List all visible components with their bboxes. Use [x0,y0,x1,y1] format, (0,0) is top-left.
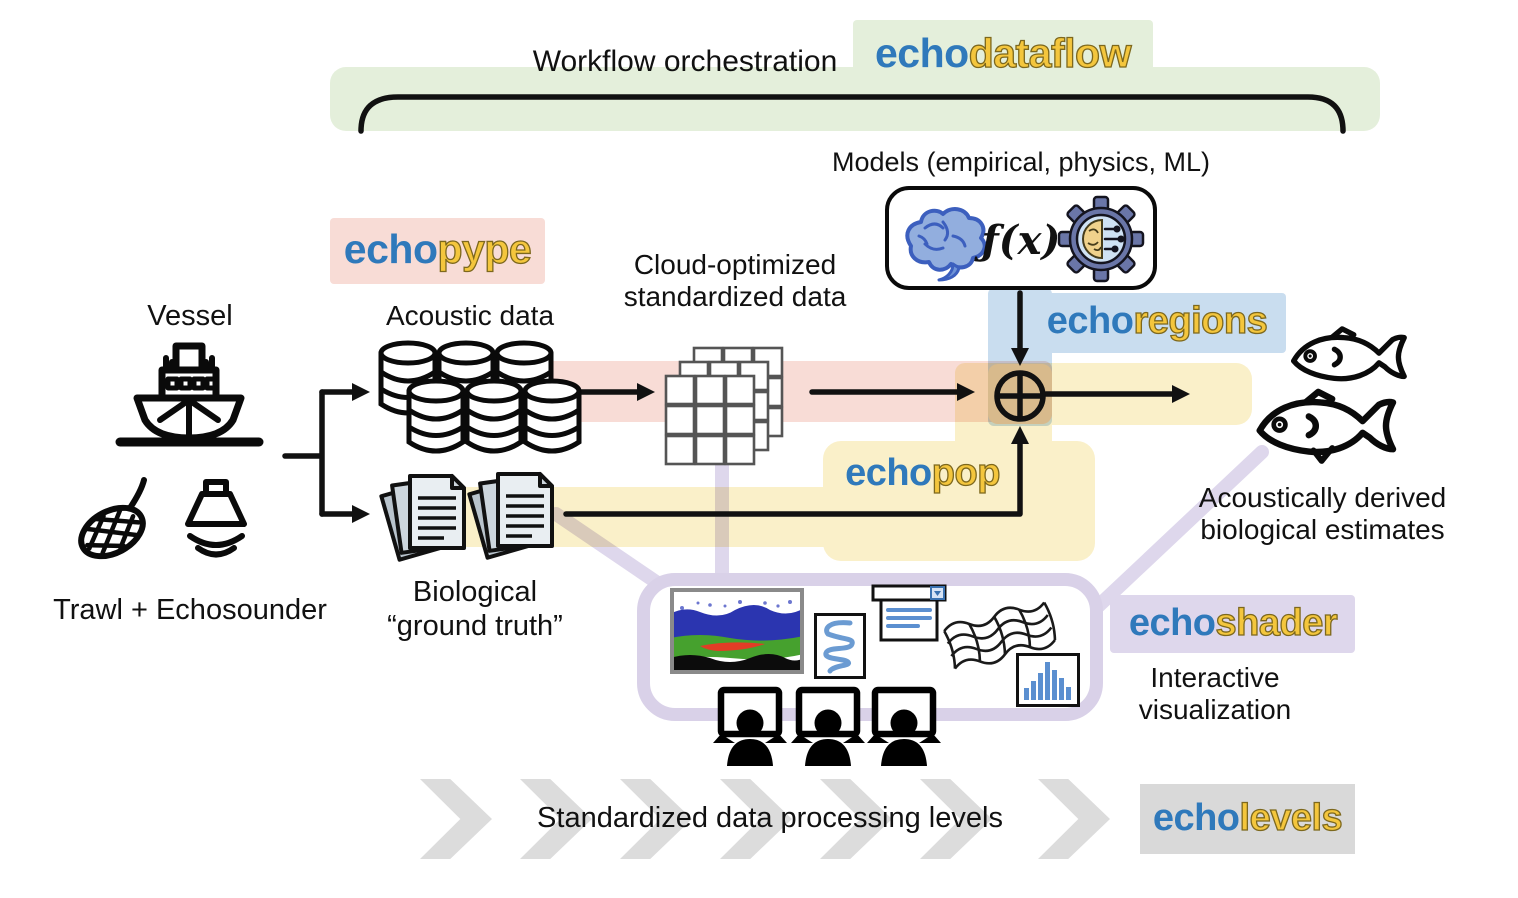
merge-node-icon [994,370,1046,422]
trawl-net-icon [78,477,147,560]
user-laptop-icon [791,686,865,766]
dropdown-widget-icon [871,584,947,642]
transect-squiggle-icon [814,613,866,679]
function-fx-label: ƒ(x) [981,217,1061,264]
ship-icon [115,342,264,447]
cloud-data-label: Cloud-optimized standardized data [623,249,847,313]
orchestration-bracket [358,94,1346,134]
echodataflow-logo: echodataflow [875,29,1132,76]
workflow-orchestration-label: Workflow orchestration [532,45,838,78]
processing-levels-label: Standardized data processing levels [537,802,1003,834]
vessel-label: Vessel [147,300,233,332]
echolevels-logo: echolevels [1152,796,1344,839]
biological-estimates-label: Acoustically derived biological estimate… [1198,482,1447,546]
user-laptop-icon [867,686,941,766]
echolevels-label-bg [1140,784,1355,854]
echosounder-icon [185,479,247,558]
database-cylinders-icon [378,340,582,454]
models-title: Models (empirical, physics, ML) [831,147,1211,177]
bar-chart-icon [1016,653,1080,707]
echopop-logo: echopop [845,451,1001,494]
arrowheads [352,348,1190,523]
brain-icon [905,207,987,282]
mesh-surface-icon [943,601,1057,670]
echoshader-logo: echoshader [1128,601,1338,644]
documents-icon [379,474,466,562]
fish-icon [1256,388,1397,464]
interactive-visualization-label: Interactive visualization [1138,662,1292,726]
documents-icon [467,472,554,560]
echogram-icon [670,588,804,674]
user-laptop-icon [713,686,787,766]
acoustic-data-label: Acoustic data [385,300,555,331]
echoregions-logo: echoregions [1046,299,1269,342]
data-cube-icon [664,346,784,466]
trawl-echosounder-label: Trawl + Echosounder [53,594,327,626]
echopype-logo: echopype [343,225,533,272]
ml-gear-icon [1057,195,1145,283]
biological-ground-truth-label: Biological “ground truth” [387,576,563,642]
fish-icon [1291,326,1407,382]
